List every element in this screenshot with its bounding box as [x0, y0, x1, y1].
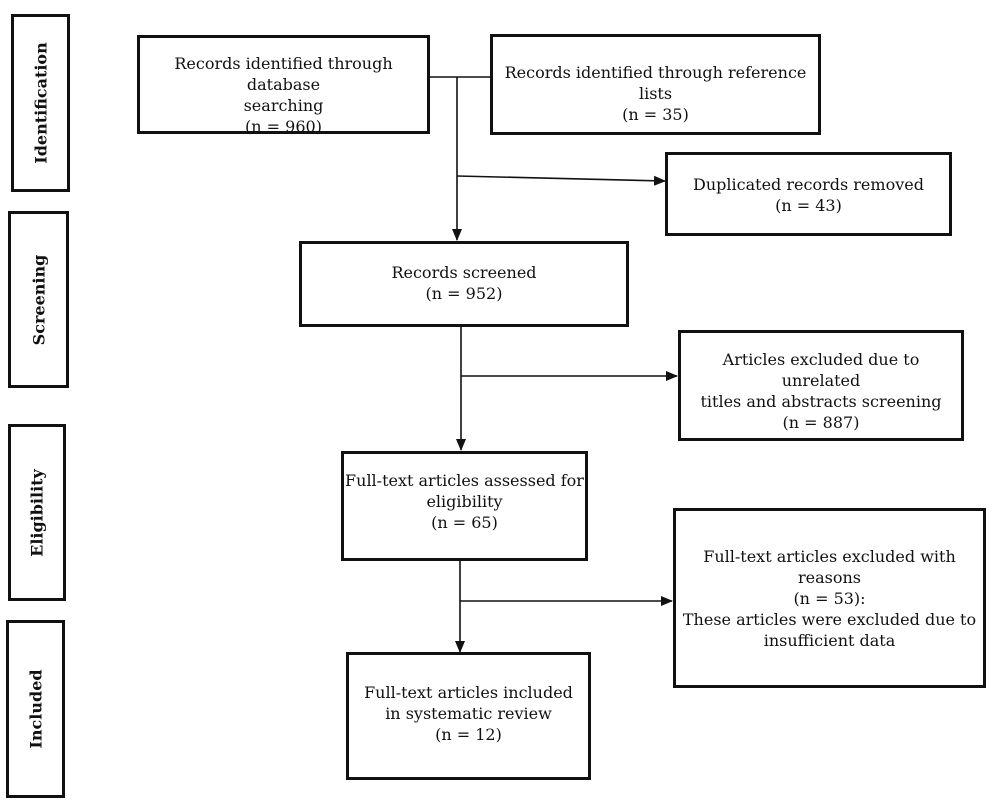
box-records-screened: Records screened (n = 952): [299, 241, 629, 327]
fulltext-assessed-line1: Full-text articles assessed for: [345, 471, 584, 490]
fulltext-excluded-line1: Full-text articles excluded with reasons: [703, 547, 956, 587]
stage-eligibility: Eligibility: [8, 424, 66, 601]
excluded-titles-line1: Articles excluded due to unrelated: [722, 350, 920, 390]
included-line2: in systematic review: [385, 704, 552, 723]
db-search-count: (n = 960): [245, 117, 322, 136]
box-fulltext-excluded: Full-text articles excluded with reasons…: [673, 508, 986, 688]
duplicates-line1: Duplicated records removed: [693, 175, 924, 194]
excluded-titles-line2: titles and abstracts screening: [700, 392, 942, 411]
box-duplicates-removed: Duplicated records removed (n = 43): [665, 152, 952, 236]
box-database-search: Records identified through database sear…: [137, 35, 430, 136]
box-included: Full-text articles included in systemati…: [346, 652, 591, 780]
stage-included: Included: [6, 620, 65, 798]
ref-lists-line1: Records identified through reference lis…: [504, 63, 807, 103]
ref-lists-count: (n = 35): [622, 105, 689, 124]
fulltext-excluded-line4: insufficient data: [763, 631, 896, 650]
included-count: (n = 12): [435, 725, 502, 744]
stage-identification: Identification: [11, 14, 70, 192]
included-line1: Full-text articles included: [364, 683, 573, 702]
excluded-titles-count: (n = 887): [782, 413, 860, 432]
fulltext-assessed-count: (n = 65): [431, 513, 498, 532]
box-reference-lists: Records identified through reference lis…: [490, 34, 821, 135]
fulltext-assessed-line2: eligibility: [426, 492, 503, 511]
fulltext-excluded-line3: These articles were excluded due to: [682, 610, 977, 629]
screened-line1: Records screened: [391, 263, 537, 282]
duplicates-count: (n = 43): [775, 196, 842, 215]
arrow-to-duplicates: [456, 175, 666, 186]
box-fulltext-assessed: Full-text articles assessed for eligibil…: [341, 451, 588, 561]
db-search-line2: searching: [243, 96, 324, 115]
screened-count: (n = 952): [425, 284, 503, 303]
db-search-line1: Records identified through database: [174, 54, 393, 94]
stage-screening: Screening: [8, 211, 69, 388]
box-excluded-titles: Articles excluded due to unrelated title…: [678, 330, 964, 441]
fulltext-excluded-count: (n = 53):: [793, 589, 866, 608]
